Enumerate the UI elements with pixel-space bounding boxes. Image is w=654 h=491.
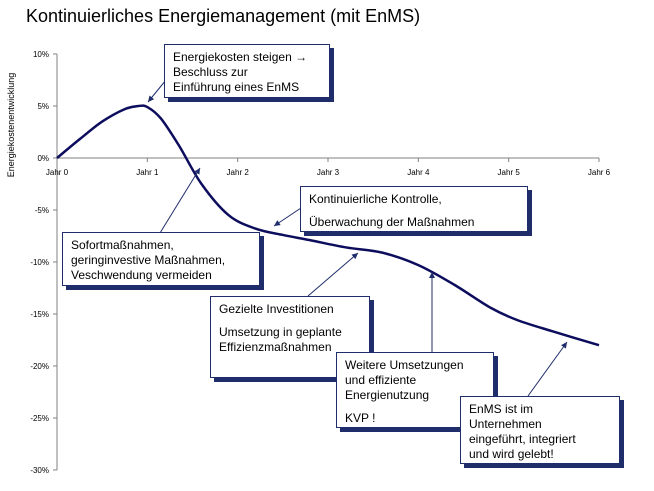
annotation-pointer	[159, 167, 201, 234]
x-tick-label: Jahr 1	[136, 168, 159, 177]
annotation-box-monitoring: Kontinuierliche Kontrolle, Überwachung d…	[300, 186, 528, 232]
annotation-box-immediate-measures: Sofortmaßnahmen, geringinvestive Maßnahm…	[62, 232, 260, 286]
annotation-line: Unternehmen	[469, 417, 542, 431]
x-tick-label: Jahr 0	[46, 168, 69, 177]
annotation-arrowhead	[274, 220, 281, 226]
annotation-arrowhead	[429, 272, 435, 278]
annotation-line: EnMS ist im	[469, 402, 534, 416]
annotation-line: Energiekosten steigen →	[173, 50, 308, 64]
annotation-line: Sofortmaßnahmen,	[71, 238, 174, 252]
annotation-pointer	[527, 341, 568, 397]
annotation-pointer	[307, 252, 359, 297]
y-tick-label: -30%	[30, 466, 49, 475]
y-tick-label: -5%	[35, 206, 49, 215]
annotation-line: Beschluss zur	[173, 65, 248, 79]
annotation-line: Einführung eines EnMS	[173, 80, 300, 94]
annotation-line: Gezielte Investitionen	[219, 302, 334, 316]
annotation-line: eingeführt, integriert	[469, 432, 576, 446]
y-tick-label: 0%	[37, 154, 49, 163]
y-tick-label: -20%	[30, 362, 49, 371]
annotation-box-enms-established: EnMS ist im Unternehmen eingeführt, inte…	[460, 396, 620, 464]
annotation-line: und effiziente	[345, 373, 417, 387]
annotation-line: und wird gelebt!	[469, 447, 554, 461]
x-tick-label: Jahr 4	[407, 168, 430, 177]
annotation-line: Umsetzung in geplante	[219, 325, 342, 339]
annotation-pointer	[273, 205, 305, 227]
annotation-line: Kontinuierliche Kontrolle,	[309, 192, 442, 206]
y-axis-label: Energiekostenentwicklung	[6, 73, 16, 178]
annotation-line: KVP !	[345, 411, 376, 425]
x-tick-label: Jahr 6	[588, 168, 611, 177]
y-tick-label: -10%	[30, 258, 49, 267]
y-tick-label: -25%	[30, 414, 49, 423]
annotation-box-decision: Energiekosten steigen → Beschluss zur Ei…	[164, 44, 330, 98]
annotation-line: Überwachung der Maßnahmen	[309, 215, 475, 229]
x-tick-label: Jahr 3	[317, 168, 340, 177]
x-tick-label: Jahr 5	[498, 168, 521, 177]
y-tick-label: -15%	[30, 310, 49, 319]
y-tick-label: 5%	[37, 102, 49, 111]
chart-title: Kontinuierliches Energiemanagement (mit …	[26, 6, 421, 26]
annotation-arrowhead	[561, 342, 567, 349]
annotation-line: Effizienzmaßnahmen	[219, 340, 332, 354]
annotation-line: Weitere Umsetzungen	[345, 358, 464, 372]
annotation-line: Energienutzung	[345, 388, 430, 402]
annotation-arrowhead	[351, 253, 358, 260]
y-tick-label: 10%	[33, 50, 49, 59]
energy-cost-curve	[56, 104, 600, 347]
annotation-arrowhead	[148, 95, 155, 102]
x-tick-label: Jahr 2	[227, 168, 250, 177]
annotation-line: geringinvestive Maßnahmen,	[71, 253, 226, 267]
annotation-line: Veschwendung vermeiden	[71, 268, 212, 282]
annotation-arrowhead	[194, 168, 200, 175]
